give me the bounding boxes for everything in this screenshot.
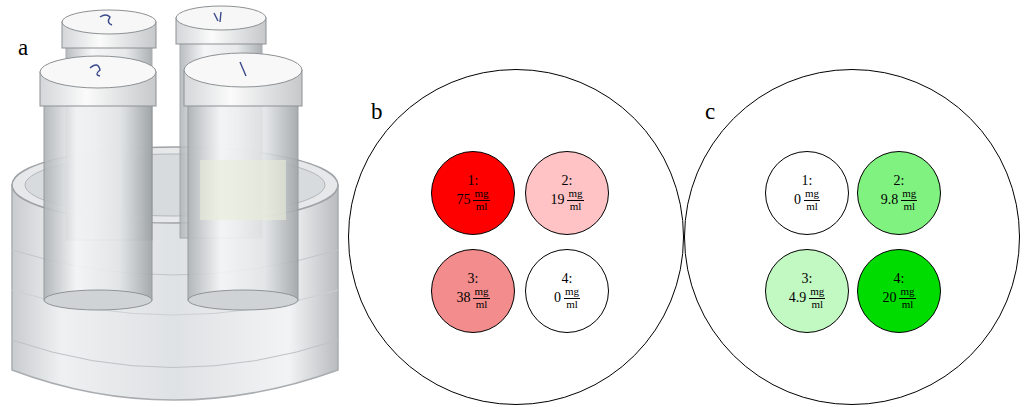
- vial-circle: 4:20mgml: [857, 249, 941, 333]
- unit-numerator: mg: [899, 286, 915, 299]
- concentration-value: 38: [456, 291, 470, 305]
- phantom-outline: c1:0mgml2:9.8mgml3:4.9mgml4:20mgml: [684, 69, 1020, 405]
- vial-circle: 2:19mgml: [525, 151, 609, 235]
- vial-caps: [40, 6, 302, 106]
- vial-number: 3:: [468, 272, 479, 287]
- unit-denominator: ml: [475, 299, 489, 311]
- concentration: 19mgml: [550, 188, 583, 212]
- unit-denominator: ml: [810, 299, 824, 311]
- concentration-value: 19: [550, 193, 564, 207]
- vial-number: 1:: [802, 174, 813, 189]
- unit-denominator: ml: [475, 201, 489, 213]
- vial-circle: 3:38mgml: [431, 249, 515, 333]
- concentration: 75mgml: [456, 188, 489, 212]
- unit-fraction: mgml: [804, 188, 820, 212]
- vial-circle: 2:9.8mgml: [857, 151, 941, 235]
- unit-fraction: mgml: [901, 188, 917, 212]
- vial-number: 4:: [562, 272, 573, 287]
- vial-number: 1:: [468, 174, 479, 189]
- phantom-outline: b1:75mgml2:19mgml3:38mgml4:0mgml: [348, 69, 684, 405]
- panel-letter: c: [705, 100, 715, 123]
- phantom-photo: [0, 0, 345, 407]
- panel-letter: a: [18, 36, 28, 59]
- concentration: 9.8mgml: [881, 188, 918, 212]
- concentration: 4.9mgml: [789, 286, 826, 310]
- unit-fraction: mgml: [567, 188, 583, 212]
- vial-number: 2:: [894, 174, 905, 189]
- concentration: 38mgml: [456, 286, 489, 310]
- vial-number: 3:: [802, 272, 813, 287]
- concentration-value: 0: [794, 193, 801, 207]
- unit-denominator: ml: [902, 201, 916, 213]
- concentration-value: 4.9: [789, 291, 807, 305]
- vial-number: 4:: [894, 272, 905, 287]
- vial-circle: 4:0mgml: [525, 249, 609, 333]
- unit-numerator: mg: [473, 286, 489, 299]
- unit-numerator: mg: [564, 286, 580, 299]
- unit-fraction: mgml: [809, 286, 825, 310]
- concentration-value: 0: [554, 291, 561, 305]
- unit-numerator: mg: [809, 286, 825, 299]
- unit-denominator: ml: [569, 201, 583, 213]
- vial-circle: 1:75mgml: [431, 151, 515, 235]
- unit-fraction: mgml: [473, 188, 489, 212]
- unit-denominator: ml: [565, 299, 579, 311]
- concentration: 0mgml: [554, 286, 580, 310]
- concentration-value: 9.8: [881, 193, 899, 207]
- unit-numerator: mg: [473, 188, 489, 201]
- unit-denominator: ml: [805, 201, 819, 213]
- unit-fraction: mgml: [473, 286, 489, 310]
- unit-numerator: mg: [567, 188, 583, 201]
- unit-fraction: mgml: [899, 286, 915, 310]
- vial-circle: 3:4.9mgml: [765, 249, 849, 333]
- vial-circle: 1:0mgml: [765, 151, 849, 235]
- panel-letter: b: [371, 100, 383, 123]
- unit-numerator: mg: [901, 188, 917, 201]
- concentration: 20mgml: [882, 286, 915, 310]
- unit-numerator: mg: [804, 188, 820, 201]
- concentration-value: 20: [882, 291, 896, 305]
- unit-fraction: mgml: [564, 286, 580, 310]
- vial-number: 2:: [562, 174, 573, 189]
- concentration-value: 75: [456, 193, 470, 207]
- unit-denominator: ml: [901, 299, 915, 311]
- concentration: 0mgml: [794, 188, 820, 212]
